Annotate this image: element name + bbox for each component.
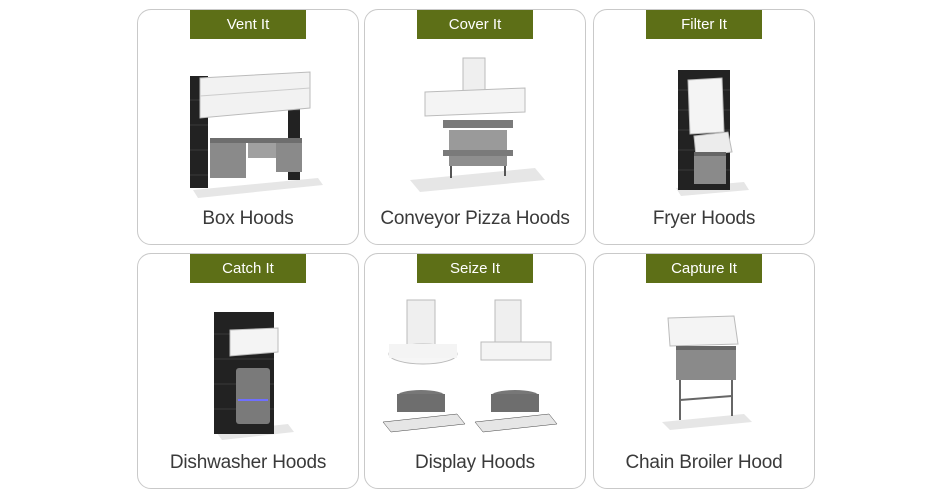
product-card-display-hoods[interactable]: Seize It Display Hoods: [364, 253, 586, 489]
card-tag: Filter It: [646, 10, 762, 39]
card-title: Fryer Hoods: [652, 208, 756, 229]
card-title: Box Hoods: [202, 208, 294, 229]
product-card-dishwasher-hoods[interactable]: Catch It Dishwasher Hoods: [137, 253, 359, 489]
card-tag: Seize It: [417, 254, 533, 283]
fryer-hood-illustration: [676, 70, 749, 196]
product-card-fryer-hoods[interactable]: Filter It Fryer Hoods: [593, 9, 815, 245]
card-tag: Vent It: [190, 10, 306, 39]
display-hood-illustration: [382, 299, 558, 433]
card-tag: Capture It: [646, 254, 762, 283]
card-title: Display Hoods: [415, 452, 535, 473]
card-title: Conveyor Pizza Hoods: [380, 208, 570, 229]
dishwasher-hood-illustration: [214, 312, 294, 440]
card-title: Dishwasher Hoods: [169, 452, 327, 473]
box-hood-illustration: [190, 71, 323, 198]
card-tag: Catch It: [190, 254, 306, 283]
card-tag: Cover It: [417, 10, 533, 39]
product-card-box-hoods[interactable]: Vent It Box Hoods: [137, 9, 359, 245]
product-card-chain-broiler-hood[interactable]: Capture It Chain Broiler Hood: [593, 253, 815, 489]
card-title: Chain Broiler Hood: [625, 452, 783, 473]
conveyor-pizza-hood-illustration: [410, 57, 545, 192]
product-card-conveyor-pizza-hoods[interactable]: Cover It Conveyor Pizza Hoods: [364, 9, 586, 245]
chain-broiler-hood-illustration: [662, 315, 752, 430]
